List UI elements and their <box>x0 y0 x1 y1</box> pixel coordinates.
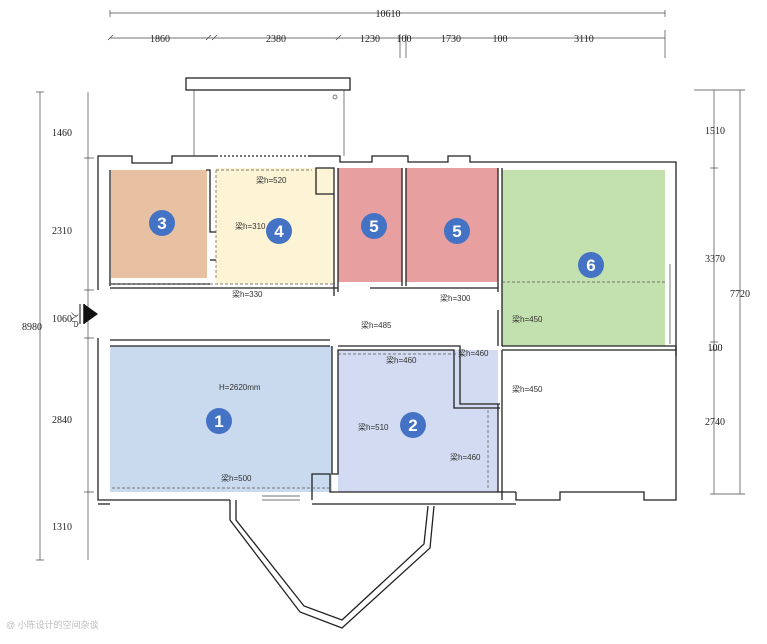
room-6-badge: 6 <box>578 252 604 278</box>
room-3-badge: 3 <box>149 210 175 236</box>
room-1-number: 1 <box>214 412 223 431</box>
dim-left-seg-1: 1460 <box>52 128 72 139</box>
dim-left-seg-3: 1060 <box>52 314 72 325</box>
room-3-number: 3 <box>157 214 166 233</box>
dim-right-seg-3: 100 <box>708 343 723 354</box>
beam-label-2: 梁h=310 <box>235 222 266 231</box>
entrance-label: 入户 <box>70 312 80 328</box>
room-5b-badge: 5 <box>444 218 470 244</box>
beam-label-9: 梁h=450 <box>512 385 543 394</box>
dim-right-seg-2: 3370 <box>705 254 725 265</box>
dim-top-total: 10610 <box>376 9 401 20</box>
room-5a-badge: 5 <box>361 213 387 239</box>
beam-lines <box>112 169 666 490</box>
beam-label-8: 梁h=460 <box>386 356 417 365</box>
dim-left-seg-4: 2840 <box>52 415 72 426</box>
room-2-number: 2 <box>408 416 417 435</box>
room-6-number: 6 <box>586 256 595 275</box>
room-4-badge: 4 <box>266 218 292 244</box>
beam-label-1: 梁h=520 <box>256 176 287 185</box>
room-5a-number: 5 <box>369 217 378 236</box>
dim-right-total: 7720 <box>730 289 750 300</box>
watermark: @ 小陈设计的空间杂谈 <box>6 619 99 630</box>
dim-top-seg-4: 100 <box>397 34 412 45</box>
room-4-number: 4 <box>274 222 284 241</box>
room-1-badge: 1 <box>206 408 232 434</box>
dim-left-total: 8980 <box>22 322 42 333</box>
beam-labels: 梁h=520 梁h=310 梁h=330 梁h=300 梁h=485 梁h=45… <box>219 176 543 483</box>
beam-label-4: 梁h=300 <box>440 294 471 303</box>
beam-label-7: 梁h=460 <box>458 349 489 358</box>
dim-top-seg-5: 1730 <box>441 34 461 45</box>
top-dimensions: 10610 1860 2380 1230 100 1730 100 3110 <box>107 9 666 58</box>
right-dimensions: 1510 3370 100 2740 7720 <box>694 89 750 495</box>
beam-label-3: 梁h=330 <box>232 290 263 299</box>
walls <box>97 77 677 629</box>
dim-top-seg-2: 2380 <box>266 34 286 45</box>
dim-right-seg-4: 2740 <box>705 417 725 428</box>
beam-label-12: 梁h=500 <box>221 474 252 483</box>
left-dimensions: 8980 1460 2310 1060 2840 1310 <box>22 91 94 561</box>
dim-left-seg-5: 1310 <box>52 522 72 533</box>
room-2-badge: 2 <box>400 412 426 438</box>
dim-top-seg-6: 100 <box>493 34 508 45</box>
room-5b-number: 5 <box>452 222 461 241</box>
dim-top-seg-1: 1860 <box>150 34 170 45</box>
beam-label-5: 梁h=485 <box>361 321 392 330</box>
room-fills <box>110 168 665 492</box>
dim-right-seg-1: 1510 <box>705 126 725 137</box>
dim-left-seg-2: 2310 <box>52 226 72 237</box>
dim-top-seg-7: 3110 <box>574 34 594 45</box>
dim-top-seg-3: 1230 <box>360 34 380 45</box>
room-badges: 1 2 3 4 5 5 6 <box>149 210 604 438</box>
beam-label-11: 梁h=460 <box>450 453 481 462</box>
beam-label-6: 梁h=450 <box>512 315 543 324</box>
entrance-marker: 入户 <box>70 304 98 328</box>
beam-label-10: 梁h=510 <box>358 423 389 432</box>
room-1-height: H=2620mm <box>219 383 261 392</box>
